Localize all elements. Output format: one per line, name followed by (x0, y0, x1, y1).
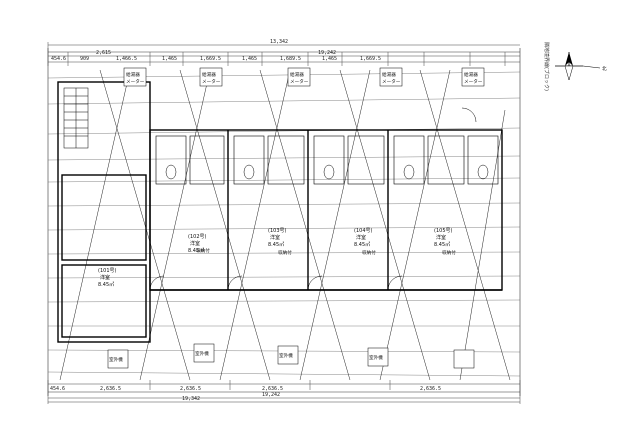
unit-room: 洋室 (270, 234, 280, 241)
dim-seg-top: 1,465 (322, 56, 337, 62)
unit-area: 8.45㎡ (268, 241, 284, 248)
unit-number: (103号) (268, 228, 286, 234)
unit-room: 洋室 (100, 274, 110, 281)
dim-segments-bottom: 454.6 2,636.5 2,636.5 2,636.5 2,636.5 (50, 386, 441, 392)
unit-area: 8.45㎡ (98, 281, 114, 288)
unit-number: (102号) (188, 234, 206, 240)
top-tag-labels: 給湯器 給湯器 給湯器 給湯器 給湯器 メーター メーター メーター メーター … (126, 71, 483, 85)
dim-seg-top: 1,669.5 (360, 56, 381, 62)
dim-seg-top: 1,465 (162, 56, 177, 62)
diagonal-lines (59, 69, 511, 381)
wet-areas (155, 135, 499, 185)
building-walls (57, 81, 503, 343)
tag-outdoor-unit: 室外機 (195, 350, 209, 357)
tag-water-heater: 給湯器 (202, 71, 216, 78)
unit-room: 洋室 (436, 234, 446, 241)
tag-meter: メーター (382, 78, 401, 85)
top-tags (123, 67, 485, 87)
dim-seg-top: 1,669.5 (200, 56, 221, 62)
dimension-lines-bottom (47, 380, 521, 404)
tag-water-heater: 給湯器 (382, 71, 396, 78)
dim-overall-inner-top: 19,242 (318, 50, 336, 56)
grid-lines (47, 71, 521, 377)
bottom-tags (107, 343, 475, 369)
dim-overall-inner-bottom: 19,242 (262, 392, 280, 398)
tag-water-heater: 給湯器 (464, 71, 478, 78)
north-label: 北 (602, 65, 607, 72)
unit-area: 8.45㎡ (354, 241, 370, 248)
unit-area: 8.45㎡ (188, 247, 204, 254)
dim-left-block-top: 2,615 (96, 50, 111, 56)
boundary-note: 隣地境界線(ブロック) (543, 42, 550, 91)
dim-seg-top: 1,466.5 (116, 56, 137, 62)
tag-water-heater: 給湯器 (290, 71, 304, 78)
dim-overall-bottom: 19,342 (182, 396, 200, 402)
unit-room: 洋室 (190, 240, 200, 247)
dim-overall-top: 13,342 (270, 39, 288, 45)
storage-text: 収納付 (362, 249, 376, 256)
unit-number: (104号) (354, 228, 372, 234)
stair (63, 87, 89, 149)
storage-text: 収納付 (278, 249, 292, 256)
unit-labels: (101号) 洋室 8.45㎡ (102号) 洋室 8.45㎡ (103号) 洋… (98, 228, 456, 288)
dimension-lines-top (47, 42, 520, 66)
storage-text: 収納付 (196, 247, 210, 254)
bottom-tag-labels: 室外機 室外機 室外機 室外機 (109, 350, 383, 363)
tag-outdoor-unit: 室外機 (279, 352, 293, 359)
tag-meter: メーター (464, 78, 483, 85)
storage-text: 収納付 (442, 249, 456, 256)
dim-seg-bottom: 2,636.5 (262, 386, 283, 392)
dim-segments-top: 454.6 909 1,466.5 1,465 1,669.5 1,465 1,… (51, 56, 381, 62)
dim-seg-bottom: 2,636.5 (420, 386, 441, 392)
dim-seg-top: 1,465 (242, 56, 257, 62)
tag-meter: メーター (202, 78, 221, 85)
dim-seg-top: 454.6 (51, 56, 66, 62)
dim-seg-top: 909 (80, 56, 89, 62)
unit-number: (101号) (98, 268, 116, 274)
unit-number: (105号) (434, 228, 452, 234)
dim-seg-bottom: 2,636.5 (100, 386, 121, 392)
dim-seg-top: 1,689.5 (280, 56, 301, 62)
tag-meter: メーター (126, 78, 145, 85)
north-arrow-icon (555, 52, 601, 81)
dim-left-edge-bottom: 454.6 (50, 386, 65, 392)
unit-area: 8.45㎡ (434, 241, 450, 248)
tag-outdoor-unit: 室外機 (109, 356, 123, 363)
sheet-frame (47, 48, 521, 396)
tag-water-heater: 給湯器 (126, 71, 140, 78)
tag-meter: メーター (290, 78, 309, 85)
unit-room: 洋室 (356, 234, 366, 241)
door-swings (149, 107, 477, 291)
dim-seg-bottom: 2,636.5 (180, 386, 201, 392)
tag-outdoor-unit: 室外機 (369, 354, 383, 361)
toilet-fixtures (165, 164, 489, 180)
